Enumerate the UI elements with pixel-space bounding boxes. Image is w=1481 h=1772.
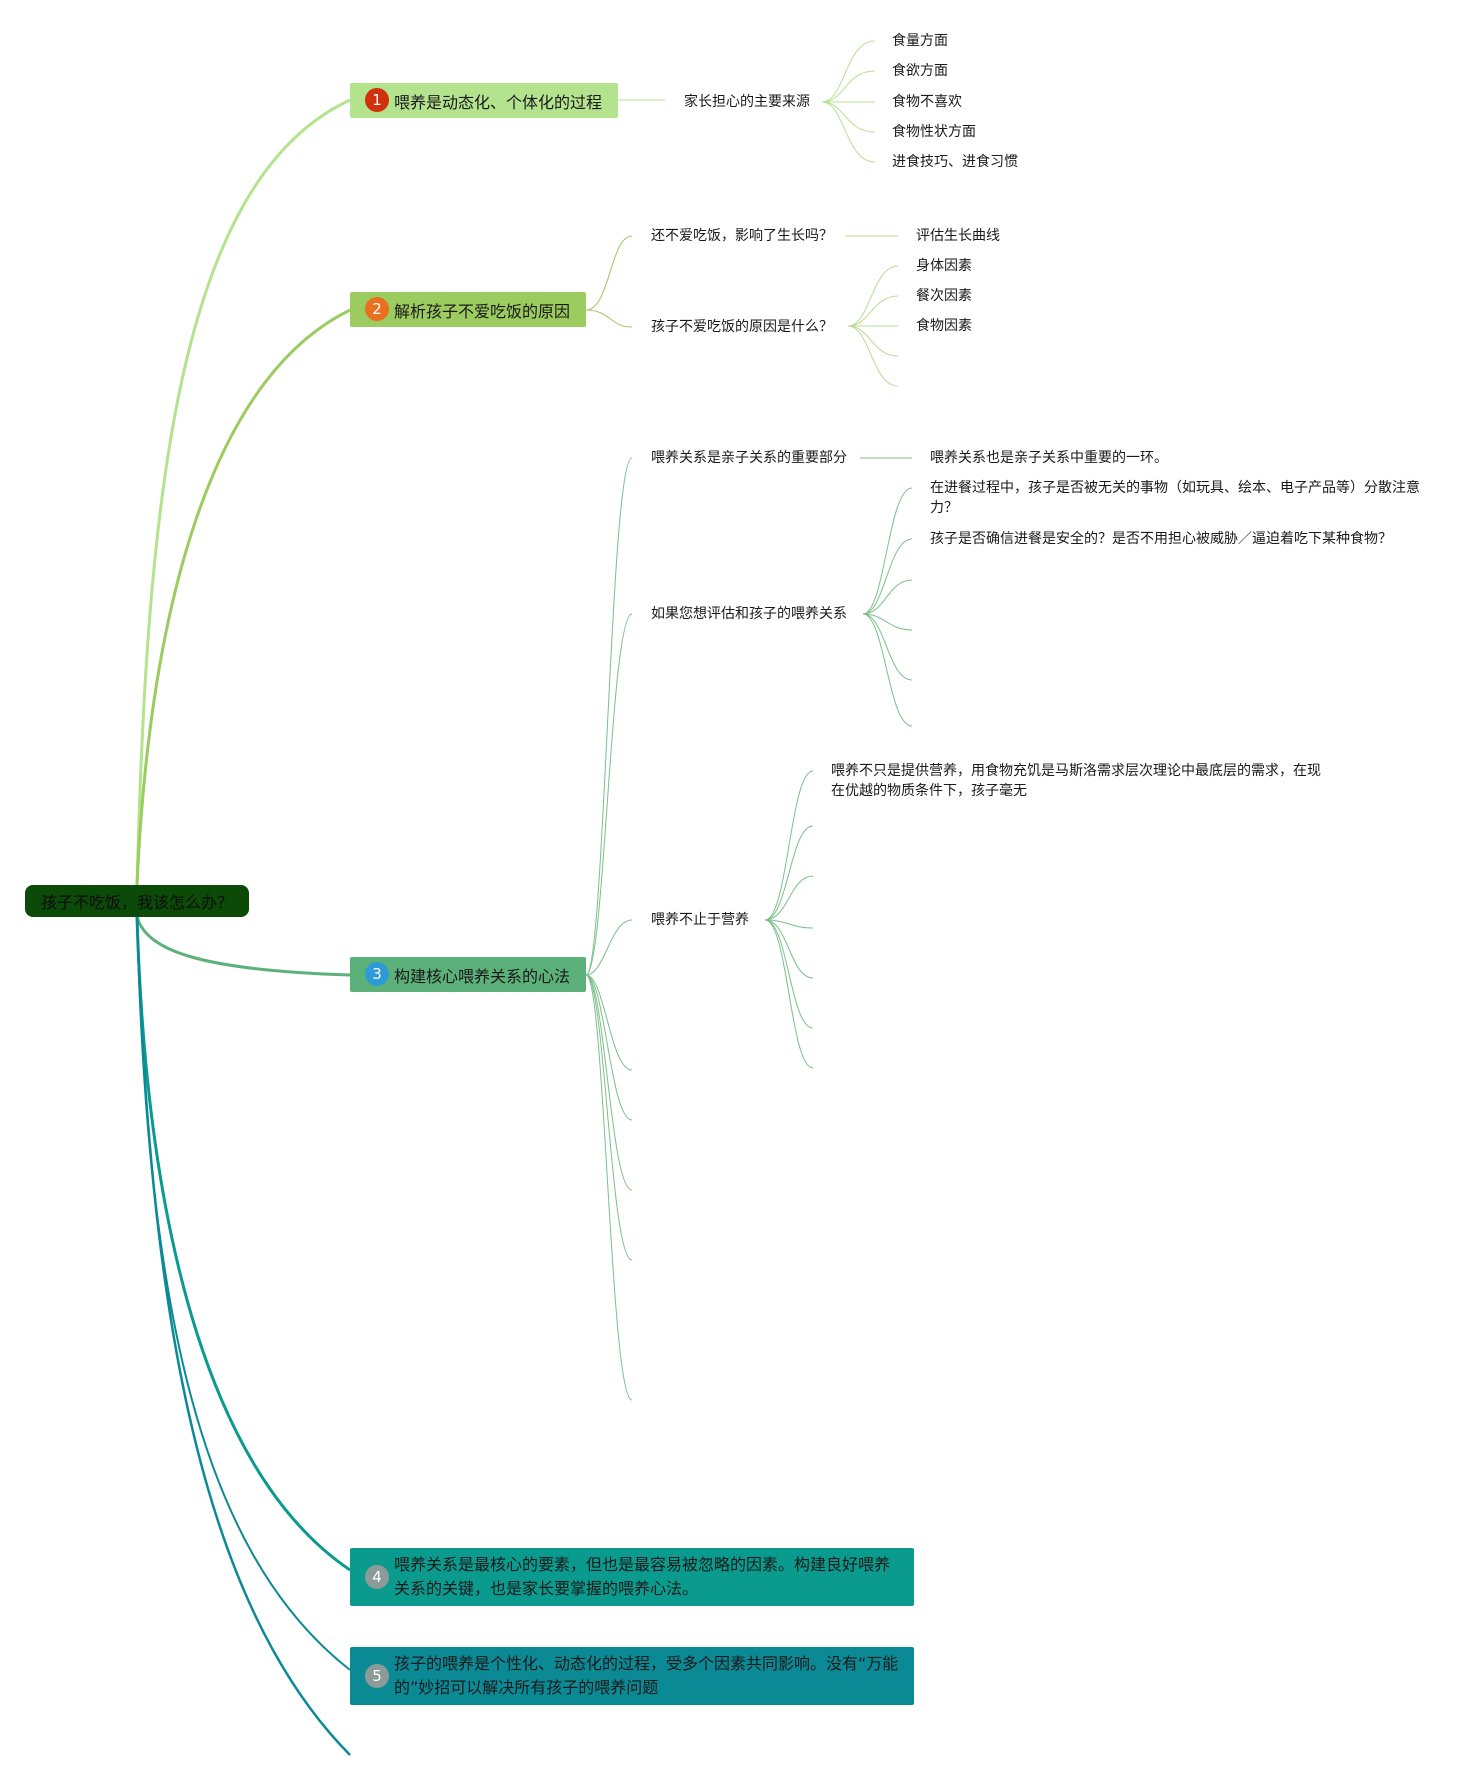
link-b1-leaf-4 [821,101,876,163]
branch-5-topic[interactable]: 5 孩子的喂养是个性化、动态化的过程，受多个因素共同影响。没有“万能的”妙招可以… [350,1647,914,1705]
subtopic-reasons[interactable]: 孩子不爱吃饭的原因是什么？ [651,319,833,335]
link-b3-eval-3 [862,613,913,631]
leaf-safety-question[interactable]: 孩子是否确信进餐是安全的？是否不用担心被威胁／逼迫着吃下某种食物？ [930,531,1392,547]
link-b3-sub-0 [585,457,633,976]
leaf-distraction-question[interactable]: 在进餐过程中，孩子是否被无关的事物（如玩具、绘本、电子产品等）分散注意力？ [930,480,1420,516]
number-1-icon: 1 [365,88,389,112]
link-b3-eval-0 [862,487,913,615]
link-b1-leaf-3 [821,101,876,133]
subtopic-feeding-relationship[interactable]: 喂养关系是亲子关系的重要部分 [651,450,847,466]
branch-1-topic[interactable]: 1 喂养是动态化、个体化的过程 [350,83,618,118]
link-b3-nutri-4 [764,919,814,979]
root-link-5 [136,916,351,1671]
leaf-food-dislike[interactable]: 食物不喜欢 [892,94,962,110]
link-b2-leaf-1 [847,295,899,327]
link-b3-sub-3 [585,974,633,1071]
root-link-4 [135,916,351,1572]
branch-4-label: 喂养关系是最核心的要素，但也是最容易被忽略的因素。构建良好喂养关系的关键，也是家… [394,1555,891,1598]
root-link-extra [135,916,351,1756]
root-link-1 [135,98,351,886]
link-b3-eval-2 [862,579,913,615]
leaf-food-factor[interactable]: 食物因素 [916,318,972,334]
branch-2-label: 解析孩子不爱吃饭的原因 [394,301,571,321]
branch-3-topic[interactable]: 3 构建核心喂养关系的心法 [350,957,586,992]
link-b1-leaf-0 [821,40,876,103]
leaf-maslow-note[interactable]: 喂养不只是提供营养，用食物充饥是马斯洛需求层次理论中最底层的需求，在现在优越的物… [831,763,1321,799]
root-topic[interactable]: 孩子不吃饭，我该怎么办？ [25,885,249,917]
link-b2-sub-1 [585,235,633,311]
link-b3-sub-4 [585,974,633,1121]
branch-1-label: 喂养是动态化、个体化的过程 [394,92,603,112]
leaf-relationship-note[interactable]: 喂养关系也是亲子关系中重要的一环。 [930,450,1168,466]
branch-3-label: 构建核心喂养关系的心法 [394,966,571,986]
number-5-icon: 5 [365,1664,389,1688]
link-b2-leaf-4 [847,325,899,387]
link-b1-leaf-1 [821,70,876,103]
root-link-3 [135,916,351,977]
branch-5-label: 孩子的喂养是个性化、动态化的过程，受多个因素共同影响。没有“万能的”妙招可以解决… [394,1654,899,1697]
link-b3-eval-4 [862,613,913,681]
branch-2-topic[interactable]: 2 解析孩子不爱吃饭的原因 [350,292,586,327]
root-topic-label: 孩子不吃饭，我该怎么办？ [40,893,233,912]
leaf-food-texture[interactable]: 食物性状方面 [892,124,976,140]
link-b3-nutri-3 [764,919,814,929]
root-link-2 [135,308,351,886]
leaf-body-factor[interactable]: 身体因素 [916,258,972,274]
subtopic-parent-worries[interactable]: 家长担心的主要来源 [684,94,810,110]
link-b3-sub-7 [585,974,633,1401]
link-b3-nutri-6 [764,919,814,1069]
subtopic-growth-impact[interactable]: 还不爱吃饭，影响了生长吗？ [651,228,833,244]
link-b3-eval-5 [862,613,913,727]
link-b3-sub-5 [585,974,633,1191]
subtopic-evaluate-relationship[interactable]: 如果您想评估和孩子的喂养关系 [651,606,847,622]
link-b3-sub-2 [585,919,633,976]
link-b3-nutri-5 [764,919,814,1029]
number-3-icon: 3 [365,962,389,986]
subtopic-beyond-nutrition[interactable]: 喂养不止于营养 [651,912,749,928]
link-b3-nutri-1 [764,825,814,921]
leaf-appetite[interactable]: 食欲方面 [892,63,948,79]
leaf-meal-factor[interactable]: 餐次因素 [916,288,972,304]
number-4-icon: 4 [365,1565,389,1589]
link-b2-sub-2 [585,309,633,328]
branch-4-topic[interactable]: 4 喂养关系是最核心的要素，但也是最容易被忽略的因素。构建良好喂养关系的关键，也… [350,1548,914,1606]
link-b3-sub-1 [585,613,633,976]
link-b3-eval-1 [862,538,913,615]
link-b2-leaf-3 [847,325,899,357]
leaf-food-amount[interactable]: 食量方面 [892,33,948,49]
number-2-icon: 2 [365,297,389,321]
link-b3-nutri-2 [764,875,814,921]
leaf-eating-skills[interactable]: 进食技巧、进食习惯 [892,154,1018,170]
leaf-growth-curve[interactable]: 评估生长曲线 [916,228,1000,244]
link-b3-nutri-0 [764,770,814,921]
link-b2-leaf-0 [847,265,899,327]
link-b3-sub-6 [585,974,633,1261]
